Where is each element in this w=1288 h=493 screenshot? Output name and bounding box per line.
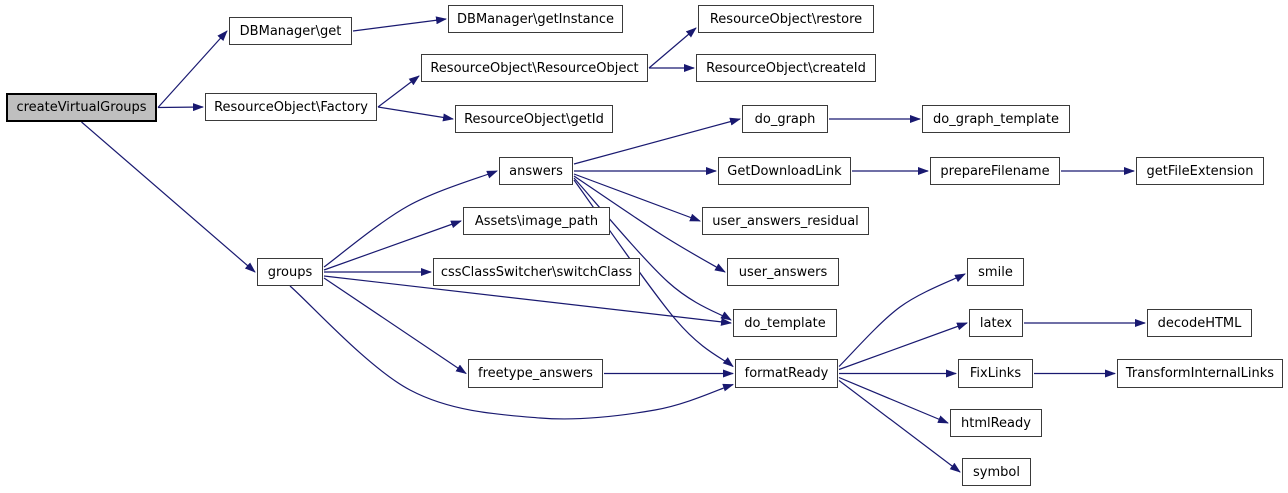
- edge-formatready-to-htmlready: [838, 376, 949, 424]
- edge-formatready-to-smile: [838, 273, 966, 367]
- edge-formatready-to-latex: [838, 322, 968, 371]
- edge-createvirtualgroups-to-groups: [81, 121, 256, 273]
- node-latex[interactable]: latex: [969, 309, 1023, 337]
- node-do-template[interactable]: do_template: [733, 309, 837, 337]
- node-cssclassswitcher-switchclass[interactable]: cssClassSwitcher\switchClass: [433, 258, 640, 286]
- edge-resourceobject-factory-to-resourceobject-resourceobject: [377, 75, 420, 108]
- edge-groups-to-answers: [323, 170, 498, 268]
- edge-groups-to-do-template: [323, 275, 732, 326]
- node-fixlinks[interactable]: FixLinks: [958, 359, 1033, 388]
- edge-answers-to-do-graph: [573, 117, 741, 165]
- node-resourceobject-resourceobject[interactable]: ResourceObject\ResourceObject: [421, 54, 648, 82]
- node-resourceobject-restore[interactable]: ResourceObject\restore: [698, 5, 874, 33]
- edge-resourceobject-resourceobject-to-resourceobject-restore: [648, 27, 697, 69]
- node-do-graph[interactable]: do_graph: [742, 105, 828, 133]
- node-resourceobject-factory[interactable]: ResourceObject\Factory: [205, 93, 377, 121]
- node-decodehtml[interactable]: decodeHTML: [1147, 309, 1252, 337]
- node-smile[interactable]: smile: [967, 258, 1024, 286]
- edge-formatready-to-symbol: [838, 380, 961, 473]
- node-groups[interactable]: groups: [257, 258, 323, 286]
- node-freetype-answers[interactable]: freetype_answers: [468, 359, 603, 388]
- edge-groups-to-formatready: [289, 285, 734, 420]
- node-resourceobject-getid[interactable]: ResourceObject\getId: [455, 105, 613, 133]
- edge-answers-to-user-answers: [573, 175, 726, 273]
- node-preparefilename[interactable]: prepareFilename: [930, 157, 1060, 185]
- node-do-graph-template[interactable]: do_graph_template: [922, 105, 1070, 133]
- node-assets-image-path[interactable]: Assets\image_path: [463, 207, 610, 235]
- node-symbol[interactable]: symbol: [962, 458, 1031, 486]
- node-createvirtualgroups: createVirtualGroups: [6, 93, 157, 122]
- edge-groups-to-assets-image-path: [323, 220, 462, 271]
- node-htmlready[interactable]: htmlReady: [950, 409, 1042, 437]
- edge-resourceobject-factory-to-resourceobject-getid: [377, 106, 454, 122]
- node-formatready[interactable]: formatReady: [735, 359, 838, 388]
- edge-groups-to-freetype-answers: [323, 277, 467, 375]
- node-resourceobject-createid[interactable]: ResourceObject\createId: [696, 54, 876, 82]
- node-user-answers-residual[interactable]: user_answers_residual: [702, 207, 869, 235]
- edge-answers-to-user-answers-residual: [573, 173, 701, 222]
- edge-createvirtualgroups-to-dbmanager-get: [157, 30, 228, 108]
- edge-dbmanager-get-to-dbmanager-getinstance: [352, 16, 447, 32]
- node-getfileextension[interactable]: getFileExtension: [1136, 157, 1264, 185]
- node-dbmanager-get[interactable]: DBManager\get: [229, 17, 352, 45]
- node-answers[interactable]: answers: [499, 157, 573, 185]
- node-getdownloadlink[interactable]: GetDownloadLink: [718, 157, 851, 185]
- edge-createvirtualgroups-to-resourceobject-factory: [157, 103, 204, 112]
- edge-answers-to-do-template: [573, 177, 732, 321]
- node-dbmanager-getinstance[interactable]: DBManager\getInstance: [448, 5, 623, 33]
- node-user-answers[interactable]: user_answers: [727, 258, 839, 286]
- node-transforminternallinks[interactable]: TransformInternalLinks: [1117, 359, 1283, 388]
